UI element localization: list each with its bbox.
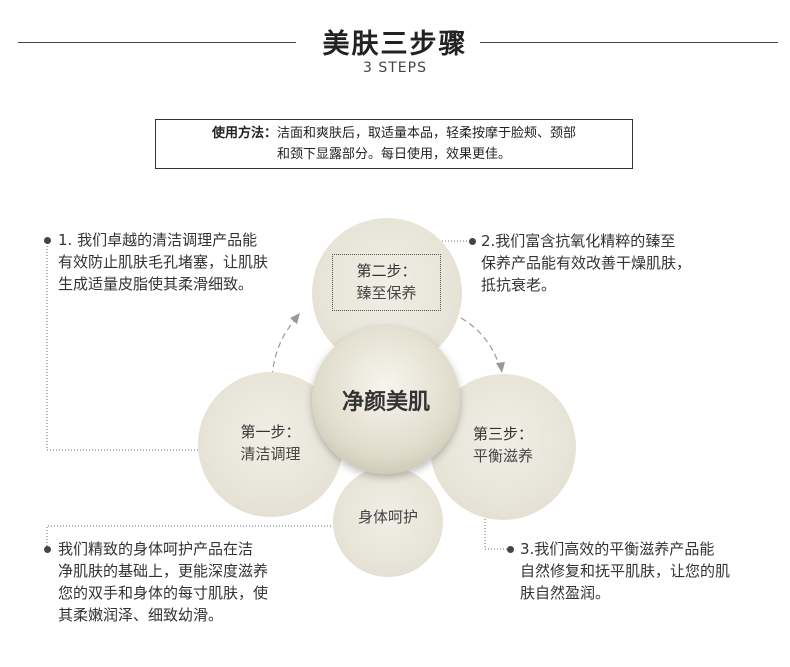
- desc-line: 2.我们富含抗氧化精粹的臻至: [481, 232, 676, 250]
- title-right-rule: [480, 42, 778, 43]
- page-title: 美肤三步骤: [322, 29, 468, 60]
- body-care-name: 身体呵护: [357, 508, 418, 526]
- step-one-circle: 第一步： 清洁调理: [198, 372, 343, 517]
- desc-line: 3.我们高效的平衡滋养产品能: [520, 540, 715, 558]
- step-two-name: 臻至保养: [356, 284, 417, 302]
- bullet-dot-2: [469, 238, 476, 245]
- usage-line-1: 使用方法：洁面和爽肤后，取适量本品，轻柔按摩于脸颊、颈部: [156, 123, 632, 144]
- usage-text-1: 洁面和爽肤后，取适量本品，轻柔按摩于脸颊、颈部: [277, 126, 577, 141]
- page-subtitle: 3 STEPS: [363, 60, 427, 76]
- desc-line: 保养产品能有效改善干燥肌肤，: [481, 254, 692, 272]
- desc-line: 净肌肤的基础上，更能深度滋养: [58, 562, 269, 580]
- description-step-two: 2.我们富含抗氧化精粹的臻至 保养产品能有效改善干燥肌肤， 抵抗衰老。: [481, 230, 691, 296]
- desc-line: 您的双手和身体的每寸肌肤，使: [58, 584, 269, 602]
- step-two-label-box: 第二步： 臻至保养: [332, 254, 441, 311]
- usage-box: 使用方法：洁面和爽肤后，取适量本品，轻柔按摩于脸颊、颈部 和颈下显露部分。每日使…: [155, 119, 633, 169]
- desc-line: 我们精致的身体呵护产品在洁: [58, 540, 254, 558]
- step-three-title: 第三步：: [472, 425, 533, 443]
- step-one-name: 清洁调理: [240, 444, 301, 463]
- center-circle: 净颜美肌: [312, 326, 460, 474]
- desc-line: 抵抗衰老。: [481, 276, 557, 294]
- usage-label: 使用方法：: [211, 126, 277, 141]
- desc-line: 自然修复和抚平肌肤，让您的肌: [520, 562, 731, 580]
- bullet-dot-1: [44, 237, 51, 244]
- desc-line: 肤自然盈润。: [520, 584, 611, 602]
- desc-line: 其柔嫩润泽、细致幼滑。: [58, 606, 224, 624]
- bullet-dot-4: [44, 546, 51, 553]
- desc-line: 有效防止肌肤毛孔堵塞，让肌肤: [58, 253, 269, 271]
- description-step-three: 3.我们高效的平衡滋养产品能 自然修复和抚平肌肤，让您的肌 肤自然盈润。: [520, 538, 730, 604]
- bullet-dot-3: [507, 546, 514, 553]
- usage-text-2: 和颈下显露部分。每日使用，效果更佳。: [276, 147, 511, 162]
- step-one-title: 第一步：: [240, 422, 301, 441]
- center-label: 净颜美肌: [341, 390, 430, 415]
- desc-line: 1. 我们卓越的清洁调理产品能: [58, 231, 258, 249]
- title-left-rule: [18, 42, 296, 43]
- step-two-title: 第二步：: [356, 262, 417, 280]
- desc-line: 生成适量皮脂使其柔滑细致。: [58, 275, 254, 293]
- description-step-one: 1. 我们卓越的清洁调理产品能 有效防止肌肤毛孔堵塞，让肌肤 生成适量皮脂使其柔…: [58, 229, 268, 295]
- description-body-care: 我们精致的身体呵护产品在洁 净肌肤的基础上，更能深度滋养 您的双手和身体的每寸肌…: [58, 538, 268, 626]
- step-three-name: 平衡滋养: [472, 447, 533, 465]
- body-care-circle: 身体呵护: [333, 467, 443, 577]
